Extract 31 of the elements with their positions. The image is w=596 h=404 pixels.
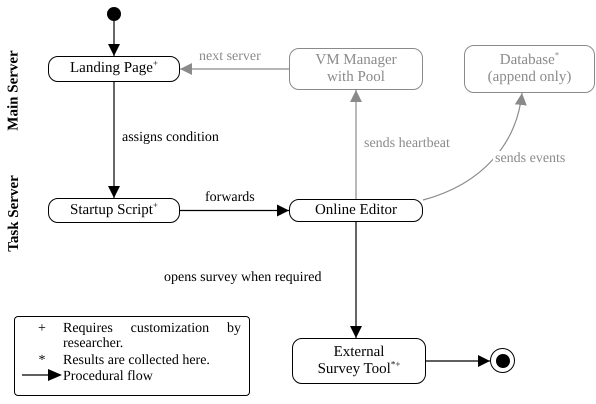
state-box	[48, 56, 180, 82]
state-label: Online Editor	[314, 202, 398, 220]
arrow	[108, 21, 120, 56]
end-node	[490, 348, 515, 373]
legend-text: Requires customization by researcher.	[63, 321, 241, 352]
arrow	[108, 82, 120, 198]
legend-text: Procedural flow	[63, 369, 154, 385]
lane-label: Main Server	[6, 50, 23, 131]
state-label: Landing Page$^{+}$	[70, 60, 158, 78]
arrow	[350, 90, 362, 199]
legend-symbol: +	[38, 321, 46, 336]
arrow	[180, 204, 289, 216]
state-label: Startup Script$^{+}$	[70, 202, 158, 220]
state-box	[289, 48, 423, 90]
state-label: Database$^{*}$ (append only)	[486, 52, 572, 86]
legend-symbol: *	[38, 352, 46, 368]
edge-label: opens survey when required	[162, 270, 324, 286]
start-node	[107, 7, 121, 21]
state-box	[292, 338, 426, 384]
legend-text: Results are collected here.	[63, 352, 211, 368]
arrow	[422, 92, 526, 201]
state-box	[464, 45, 595, 93]
state-label: External Survey Tool$^{*+}$	[316, 344, 402, 378]
arrow	[180, 63, 289, 75]
state-label: VM Manager with Pool	[314, 52, 398, 86]
state-box	[289, 199, 423, 222]
edge-label: assigns condition	[120, 130, 221, 146]
arrow	[350, 222, 362, 338]
lane-label: Task Server	[6, 175, 23, 252]
arrow	[426, 355, 490, 367]
state-box	[48, 198, 180, 223]
